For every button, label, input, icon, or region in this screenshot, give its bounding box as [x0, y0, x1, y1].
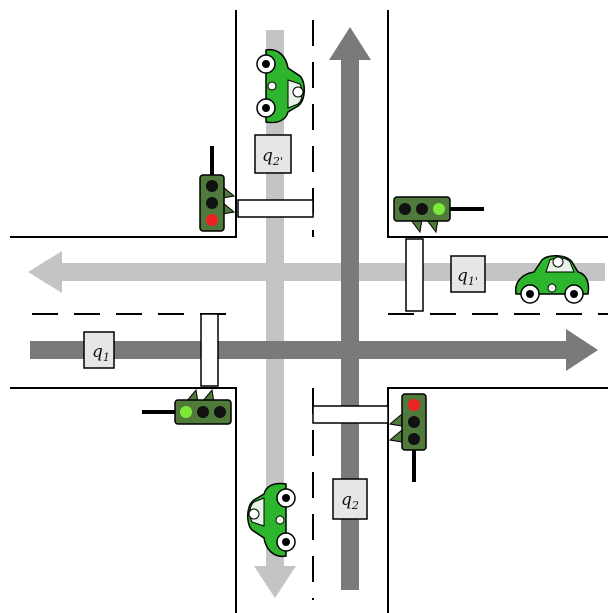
flow-arrow-q2 [329, 27, 371, 590]
light-bottom-right-2 [408, 416, 420, 428]
svg-text:q1': q1' [457, 266, 478, 288]
stop-line-south [312, 405, 389, 424]
light-top-left-2 [206, 197, 218, 209]
light-bottom-right-3 [408, 433, 420, 445]
light-bottom-left-3 [214, 406, 226, 418]
road-edge-top-right [387, 10, 608, 238]
road-edge-top-left [10, 10, 237, 238]
flow-label-q1prime: q1' [450, 255, 486, 293]
stop-line-west [200, 313, 219, 387]
flow-arrows [28, 27, 605, 598]
stop-line-north [237, 199, 314, 218]
traffic-light-icon [142, 388, 232, 425]
traffic-light-icon [199, 146, 236, 232]
car-icon [514, 254, 590, 304]
road-edges [10, 10, 608, 613]
light-top-right-1 [399, 203, 411, 215]
light-top-right-3 [433, 203, 445, 215]
lane-dashes [32, 20, 608, 600]
light-top-left-3 [206, 214, 218, 226]
light-bottom-left-2 [197, 406, 209, 418]
traffic-light-icon [388, 393, 427, 482]
svg-text:q2: q2 [341, 490, 359, 512]
road-edge-bottom-left [10, 387, 237, 613]
road-edge-bottom-right [387, 387, 608, 613]
car-icon [246, 482, 296, 558]
car-icon [256, 48, 306, 124]
traffic-light-icon [393, 196, 484, 234]
flow-label-q2prime: q2' [254, 134, 292, 174]
light-bottom-right-1 [408, 399, 420, 411]
light-bottom-left-1 [180, 406, 192, 418]
flow-label-q2: q2 [332, 478, 368, 520]
light-top-left-1 [206, 180, 218, 192]
svg-text:q2': q2' [262, 146, 283, 168]
flow-label-q1: q1 [83, 331, 115, 369]
stop-lines [200, 199, 424, 424]
stop-line-east [405, 238, 424, 312]
svg-text:q1: q1 [92, 342, 110, 364]
light-top-right-2 [416, 203, 428, 215]
flow-arrow-q1 [30, 329, 598, 371]
